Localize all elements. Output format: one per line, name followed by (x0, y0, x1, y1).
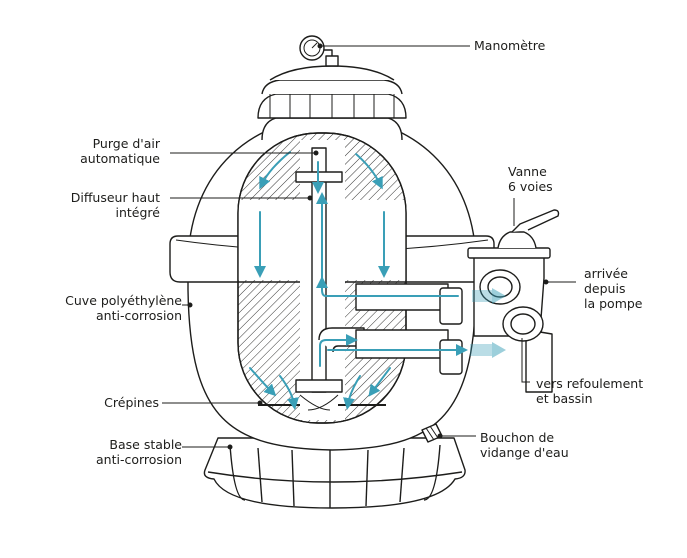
label-vanne-line1: Vanne (508, 164, 547, 179)
label-arrivee-line3: la pompe (584, 296, 643, 311)
label-diffuseur-line1: Diffuseur haut (70, 190, 160, 205)
label-arrivee-line2: depuis (584, 281, 626, 296)
base (203, 437, 466, 509)
label-base-line1: Base stable (109, 437, 182, 452)
label-refoulement-line1: vers refoulement (536, 376, 644, 391)
label-diffuseur-line2: intégré (115, 205, 160, 220)
label-cuve-line2: anti-corrosion (96, 308, 182, 323)
label-base-line2: anti-corrosion (96, 452, 182, 467)
flow-out-indicator (470, 342, 506, 358)
label-bouchon-line2: vidange d'eau (480, 445, 569, 460)
flow-in-indicator (472, 288, 506, 304)
water-flow-arrows (249, 151, 468, 410)
six-way-valve (467, 209, 560, 393)
label-bouchon-line1: Bouchon de (480, 430, 555, 445)
manometer (299, 35, 339, 67)
label-vanne-line2: 6 voies (508, 179, 553, 194)
label-crepines: Crépines (104, 395, 159, 410)
label-cuve-line1: Cuve polyéthylène (65, 293, 182, 308)
leader-lines (162, 43, 576, 450)
label-purge-line1: Purge d'air (92, 136, 160, 151)
label-manometre: Manomètre (474, 38, 546, 53)
label-refoulement-line2: et bassin (536, 391, 593, 406)
label-purge-line2: automatique (80, 151, 160, 166)
label-arrivee-line1: arrivée (584, 266, 628, 281)
